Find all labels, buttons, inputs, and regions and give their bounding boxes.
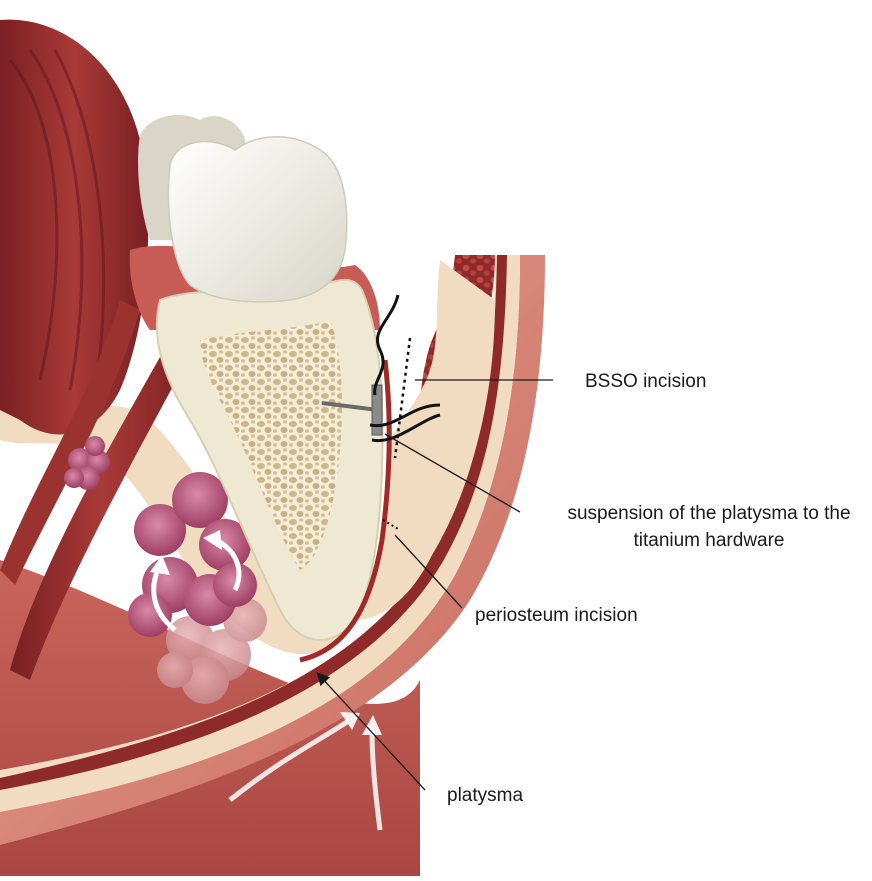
label-suspension-line1: suspension of the platysma to the: [548, 501, 870, 527]
label-bsso-incision: BSSO incision: [585, 369, 706, 395]
label-periosteum-incision: periosteum incision: [475, 603, 638, 629]
front-molar: [168, 137, 346, 302]
label-suspension-line2: titanium hardware: [548, 528, 870, 554]
label-platysma: platysma: [447, 783, 523, 809]
